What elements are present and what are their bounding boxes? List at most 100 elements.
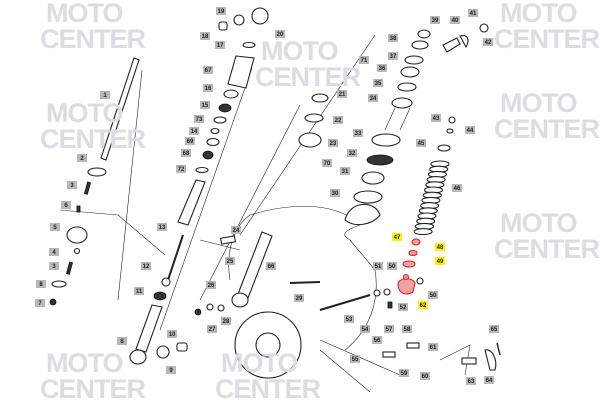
watermark-text: CENTER [494,114,600,144]
part-label[interactable]: 9 [166,366,176,374]
part-label[interactable]: 28 [221,317,231,325]
part-label[interactable]: 64 [484,376,494,384]
part-label[interactable]: 4 [49,248,59,256]
part-label[interactable]: 2 [77,154,87,162]
part-label[interactable]: 3 [67,181,77,189]
part-label[interactable]: 30 [330,189,340,197]
part-label[interactable]: 54 [360,325,370,333]
part-label[interactable]: 60 [420,372,430,380]
part-label[interactable]: 12 [141,262,151,270]
label-box [350,355,360,363]
label-box [50,223,60,231]
part-label[interactable]: 65 [489,325,499,333]
part-label[interactable]: 42 [483,38,493,46]
part-label[interactable]: 37 [388,52,398,60]
part-label[interactable]: 66 [266,262,276,270]
part-label[interactable]: 59 [399,369,409,377]
part-label[interactable]: 26 [206,281,216,289]
part-label[interactable]: 39 [430,16,440,24]
part-label[interactable]: 27 [207,325,217,333]
part-label[interactable]: 50 [387,262,397,270]
part-label[interactable]: 52 [398,303,408,311]
part-number: 53 [346,317,353,323]
part-label[interactable]: 73 [194,115,204,123]
part-label[interactable]: 11 [134,287,144,295]
part-label[interactable]: 55 [350,355,360,363]
label-box [392,233,402,241]
part-number: 31 [342,169,349,175]
label-box [398,303,408,311]
part-label[interactable]: 57 [384,325,394,333]
part-label[interactable]: 16 [203,84,213,92]
part-label[interactable]: 51 [373,262,383,270]
part-label[interactable]: 22 [333,116,343,124]
highlighted-part-label[interactable]: 62 [418,301,428,309]
part-label[interactable]: 19 [216,7,226,15]
part-label[interactable]: 3 [49,262,59,270]
part-label[interactable]: 50 [428,291,438,299]
highlighted-part-label[interactable]: 48 [435,243,445,251]
part-label[interactable]: 31 [340,167,350,175]
part-number: 4 [52,250,56,256]
part-label[interactable]: 21 [337,90,347,98]
label-box [266,262,276,270]
part-label[interactable]: 8 [36,280,46,288]
part-number: 22 [335,118,342,124]
part-label[interactable]: 58 [402,325,412,333]
part-number: 37 [390,54,397,60]
part-label[interactable]: 6 [61,201,71,209]
label-box [221,317,231,325]
part-label[interactable]: 61 [428,343,438,351]
part-label[interactable]: 1 [100,91,110,99]
part-label[interactable]: 34 [368,94,378,102]
label-box [333,116,343,124]
part-label[interactable]: 23 [328,139,338,147]
part-label[interactable]: 35 [373,79,383,87]
part-label[interactable]: 53 [344,315,354,323]
part-number: 5 [53,225,57,231]
part-label[interactable]: 40 [450,16,460,24]
part-label[interactable]: 63 [466,377,476,385]
part-label[interactable]: 29 [294,294,304,302]
part-label[interactable]: 45 [416,139,426,147]
part-label[interactable]: 71 [359,56,369,64]
part-label[interactable]: 56 [372,336,382,344]
part-label[interactable]: 32 [347,149,357,157]
part-number: 8 [39,282,43,288]
part-label[interactable]: 20 [275,30,285,38]
part-label[interactable]: 10 [167,330,177,338]
part-number: 16 [205,86,212,92]
highlighted-part-label[interactable]: 49 [435,257,445,265]
part-label[interactable]: 46 [452,184,462,192]
part-label[interactable]: 36 [377,64,387,72]
part-label[interactable]: 70 [322,159,332,167]
part-label[interactable]: 67 [203,66,213,74]
part-label[interactable]: 13 [157,223,167,231]
part-label[interactable]: 69 [185,137,195,145]
part-label[interactable]: 41 [468,9,478,17]
label-box [167,330,177,338]
part-label[interactable]: 8 [117,337,127,345]
part-label[interactable]: 7 [35,299,45,307]
part-label[interactable]: 15 [200,101,210,109]
part-number: 57 [386,327,393,333]
part-number: 29 [296,296,303,302]
part-stud [83,181,91,195]
part-label[interactable]: 14 [189,127,199,135]
part-label[interactable]: 44 [465,126,475,134]
part-label[interactable]: 17 [215,41,225,49]
part-label[interactable]: 18 [200,32,210,40]
part-label[interactable]: 24 [231,226,241,234]
label-box [200,32,210,40]
part-number: 58 [404,327,411,333]
part-number: 45 [418,141,425,147]
part-number: 10 [169,332,176,338]
part-label[interactable]: 43 [431,114,441,122]
highlighted-part-label[interactable]: 47 [392,233,402,241]
part-label[interactable]: 68 [181,149,191,157]
part-label[interactable]: 33 [353,129,363,137]
part-label[interactable]: 72 [176,165,186,173]
part-label[interactable]: 38 [388,34,398,42]
part-label[interactable]: 5 [50,223,60,231]
part-label[interactable]: 25 [225,257,235,265]
